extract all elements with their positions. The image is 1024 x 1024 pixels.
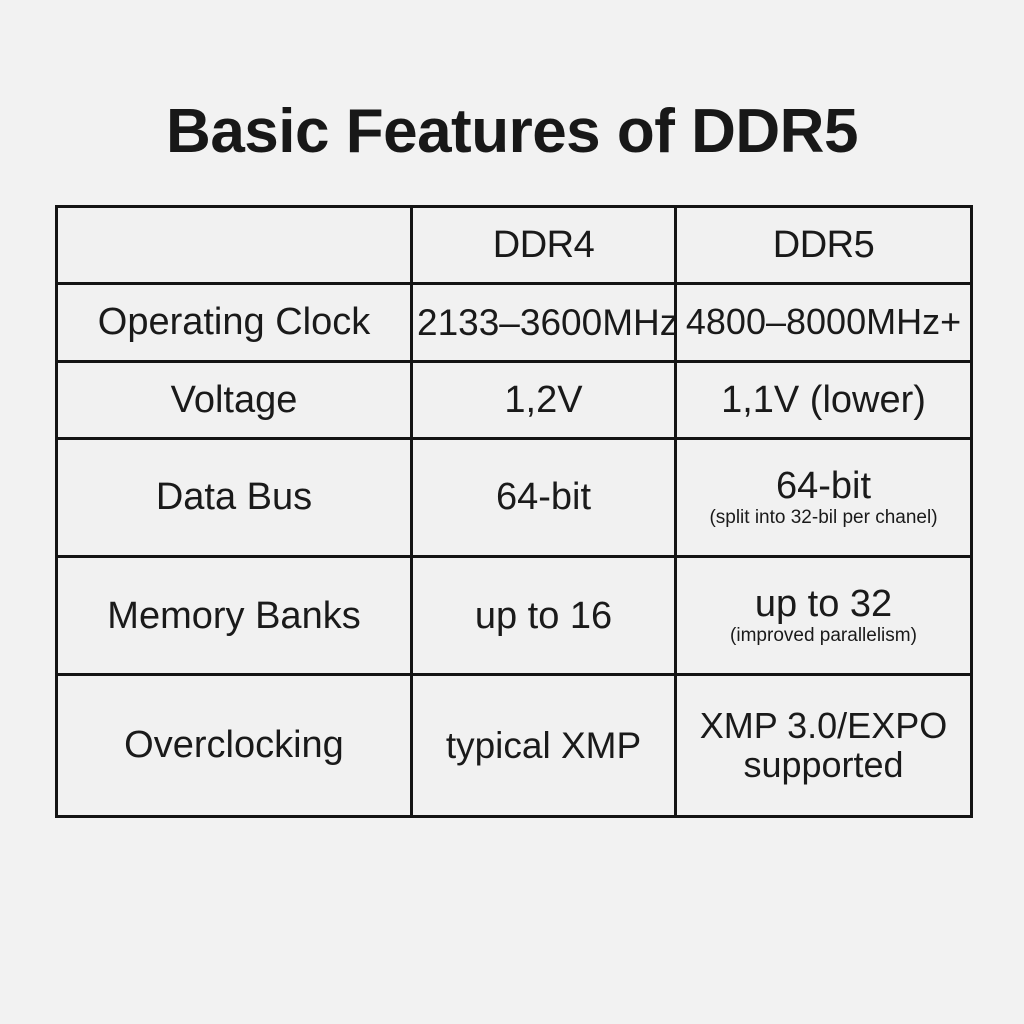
header-cell-ddr5: DDR5 [674, 204, 973, 286]
header-cell-feature [55, 204, 413, 286]
value-ddr5-memory-banks: up to 32 (improved parallelism) [674, 555, 973, 677]
value-ddr5-operating-clock: 4800–8000MHz+ [674, 282, 973, 363]
table-row: Data Bus 64-bit 64-bit (split into 32-bi… [55, 436, 973, 559]
value-main: 64-bit [495, 476, 592, 519]
table-header-row: DDR4 DDR5 [55, 204, 973, 286]
value-ddr4-data-bus: 64-bit [410, 436, 677, 559]
value-main: 4800–8000MHz+ [685, 301, 962, 343]
value-main: typical XMP [445, 725, 642, 766]
value-ddr4-memory-banks: up to 16 [410, 555, 677, 677]
feature-label-data-bus: Data Bus [55, 436, 413, 559]
feature-label-memory-banks: Memory Banks [55, 555, 413, 677]
value-note: (improved parallelism) [730, 625, 917, 647]
value-main: up to 32 [754, 583, 893, 626]
value-ddr5-data-bus: 64-bit (split into 32-bil per chanel) [674, 436, 973, 559]
feature-label-voltage: Voltage [55, 359, 413, 440]
value-ddr5-overclocking: XMP 3.0/EXPO supported [674, 673, 973, 818]
value-main: 1,2V [504, 378, 583, 421]
value-ddr4-overclocking: typical XMP [410, 673, 677, 818]
page-title: Basic Features of DDR5 [166, 97, 858, 166]
table-row: Operating Clock 2133–3600MHz 4800–8000MH… [55, 282, 973, 363]
value-main: 64-bit [775, 464, 872, 507]
table-row: Overclocking typical XMP XMP 3.0/EXPO su… [55, 673, 973, 818]
table-row: Memory Banks up to 16 up to 32 (improved… [55, 555, 973, 677]
value-ddr4-operating-clock: 2133–3600MHz [410, 282, 677, 363]
value-ddr4-voltage: 1,2V [410, 359, 677, 440]
header-cell-ddr4: DDR4 [410, 204, 677, 286]
ddr4-ddr5-comparison-table: DDR4 DDR5 Operating Clock 2133–3600MHz 4… [55, 204, 973, 818]
feature-label-overclocking: Overclocking [55, 673, 413, 818]
value-ddr5-voltage: 1,1V (lower) [674, 359, 973, 440]
feature-label-operating-clock: Operating Clock [55, 282, 413, 363]
value-main: 2133–3600MHz [417, 301, 676, 343]
table-row: Voltage 1,2V 1,1V (lower) [55, 359, 973, 440]
value-main: up to 16 [474, 594, 613, 637]
value-note: (split into 32-bil per chanel) [709, 507, 938, 529]
value-main: 1,1V (lower) [721, 378, 926, 421]
value-main: XMP 3.0/EXPO supported [699, 705, 948, 785]
